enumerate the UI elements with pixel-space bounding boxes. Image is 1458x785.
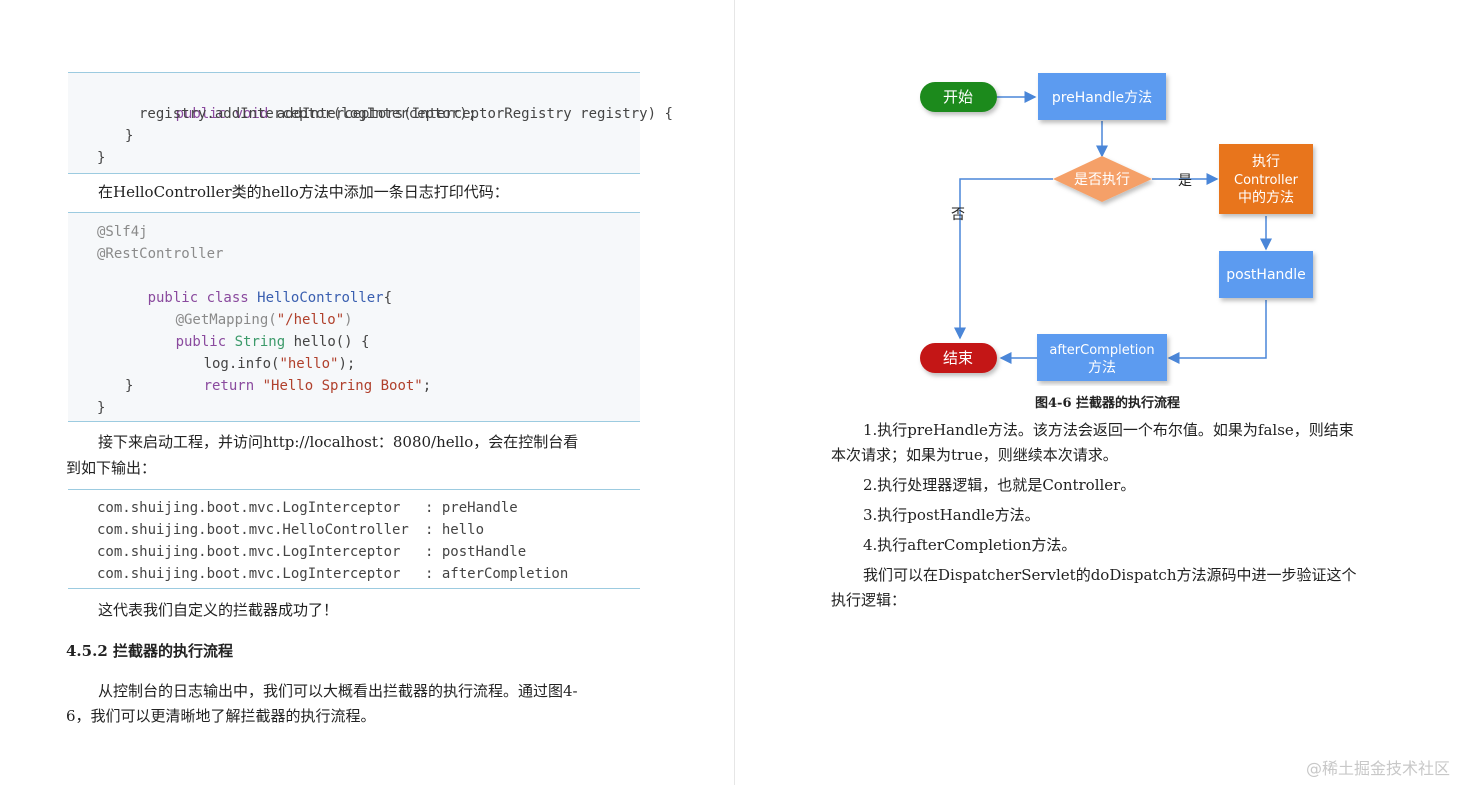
left-page: public void addInterceptors(InterceptorR… xyxy=(66,72,673,725)
console-line: com.shuijing.boot.mvc.LogInterceptor xyxy=(97,497,400,519)
code-line: public String hello() { xyxy=(125,309,370,350)
console-message: : hello xyxy=(425,522,485,538)
start-node xyxy=(920,82,997,112)
code-annotation: @RestController xyxy=(97,246,224,262)
console-logger: com.shuijing.boot.mvc.LogInterceptor xyxy=(97,566,401,582)
paragraph: 到如下输出： xyxy=(66,459,157,477)
code-line: } xyxy=(97,400,106,416)
paragraph: 我们可以在DispatcherServlet的doDispatch方法源码中进一… xyxy=(863,566,1357,584)
code-keyword: public class xyxy=(147,290,249,306)
yes-label: 是 xyxy=(1178,173,1192,189)
console-logger: com.shuijing.boot.mvc.HelloController xyxy=(97,522,409,538)
decision-node-label: 是否执行 xyxy=(1074,172,1130,188)
console-line: com.shuijing.boot.mvc.HelloController xyxy=(97,519,409,541)
console-message: : afterCompletion xyxy=(425,566,569,582)
code-line: @GetMapping("/hello") xyxy=(125,287,353,328)
end-node xyxy=(920,343,997,373)
code-string: "Hello Spring Boot" xyxy=(262,378,423,394)
prehandle-node-label: preHandle方法 xyxy=(1052,90,1152,106)
code-line: } xyxy=(97,150,106,166)
aftercompletion-label-2: 方法 xyxy=(1088,360,1116,376)
arrow-posthandle-to-aftercompletion xyxy=(1167,300,1267,364)
code-line: public void addInterceptors(InterceptorR… xyxy=(125,81,673,122)
console-output-block: com.shuijing.boot.mvc.LogInterceptor : p… xyxy=(68,489,640,589)
list-item: 本次请求；如果为true，则继续本次请求。 xyxy=(831,446,1118,464)
code-keyword: return xyxy=(203,378,255,394)
list-item: 2.执行处理器逻辑，也就是Controller。 xyxy=(863,476,1136,494)
exec-controller-node xyxy=(1219,144,1313,214)
code-annotation: @GetMapping( xyxy=(175,312,277,328)
code-line: public class HelloController{ xyxy=(97,265,392,306)
code-class-name: HelloController xyxy=(257,290,384,306)
code-text: ; xyxy=(422,378,432,394)
console-message: : preHandle xyxy=(425,500,518,516)
list-item: 1.执行preHandle方法。该方法会返回一个布尔值。如果为false，则结束 xyxy=(863,421,1354,439)
code-text: log.info( xyxy=(203,356,280,372)
list-item: 4.执行afterCompletion方法。 xyxy=(863,536,1077,554)
code-keyword: public xyxy=(175,334,227,350)
code-annotation: @Slf4j xyxy=(97,224,148,240)
no-label: 否 xyxy=(951,207,965,223)
code-text: hello() { xyxy=(293,334,370,350)
code-keyword: public void xyxy=(175,106,269,122)
start-node-label: 开始 xyxy=(943,88,973,106)
code-block-interceptor-registry: public void addInterceptors(InterceptorR… xyxy=(68,72,673,174)
console-line: com.shuijing.boot.mvc.LogInterceptor xyxy=(97,541,400,563)
exec-controller-label-2: Controller xyxy=(1234,173,1299,188)
paragraph: 接下来启动工程，并访问http://localhost：8080/hello，会… xyxy=(98,433,579,451)
paragraph: 从控制台的日志输出中，我们可以大概看出拦截器的执行流程。通过图4- xyxy=(98,682,578,700)
code-line: } xyxy=(125,128,134,144)
code-line: registry.addInterceptor(logInterceptor); xyxy=(139,106,477,122)
list-item: 3.执行postHandle方法。 xyxy=(863,506,1040,524)
interceptor-flowchart: 开始 preHandle方法 是否执行 是 否 执行 Controller 中的… xyxy=(920,73,1313,381)
paragraph: 6，我们可以更清晰地了解拦截器的执行流程。 xyxy=(66,707,376,725)
paragraph: 这代表我们自定义的拦截器成功了！ xyxy=(98,601,339,619)
end-node-label: 结束 xyxy=(943,349,973,367)
code-string: "hello" xyxy=(279,356,339,372)
console-logger: com.shuijing.boot.mvc.LogInterceptor xyxy=(97,544,401,560)
code-block-hello-controller: @Slf4j @RestController public class Hell… xyxy=(68,212,640,422)
console-line: com.shuijing.boot.mvc.LogInterceptor xyxy=(97,563,400,585)
code-string: "/hello" xyxy=(276,312,345,328)
code-type: String xyxy=(234,334,286,350)
console-message: : postHandle xyxy=(425,544,527,560)
arrow-decision-no xyxy=(954,178,1053,340)
aftercompletion-node xyxy=(1037,334,1167,381)
figure-caption: 图4-6 拦截器的执行流程 xyxy=(1035,396,1181,411)
prehandle-node xyxy=(1038,73,1166,120)
watermark: @稀土掘金技术社区 xyxy=(1305,759,1450,778)
code-annotation: ) xyxy=(344,312,353,328)
code-line: return "Hello Spring Boot"; xyxy=(153,353,432,394)
section-heading: 4.5.2 拦截器的执行流程 xyxy=(66,642,233,660)
code-text: { xyxy=(383,290,393,306)
code-line: } xyxy=(125,378,134,394)
page-divider xyxy=(734,0,735,785)
decision-node xyxy=(1053,156,1152,202)
code-line: log.info("hello"); xyxy=(153,331,356,372)
code-text: ); xyxy=(338,356,356,372)
paragraph: 执行逻辑： xyxy=(831,591,907,609)
aftercompletion-label-1: afterCompletion xyxy=(1049,343,1154,358)
paragraph: 在HelloController类的hello方法中添加一条日志打印代码： xyxy=(98,183,509,201)
posthandle-node xyxy=(1219,251,1313,298)
console-logger: com.shuijing.boot.mvc.LogInterceptor xyxy=(97,500,401,516)
posthandle-node-label: postHandle xyxy=(1226,267,1306,283)
code-text: addInterceptors(InterceptorRegistry regi… xyxy=(268,106,673,122)
right-page: 开始 preHandle方法 是否执行 是 否 执行 Controller 中的… xyxy=(735,0,1458,785)
exec-controller-label-3: 中的方法 xyxy=(1238,190,1294,206)
exec-controller-label-1: 执行 xyxy=(1252,154,1280,170)
